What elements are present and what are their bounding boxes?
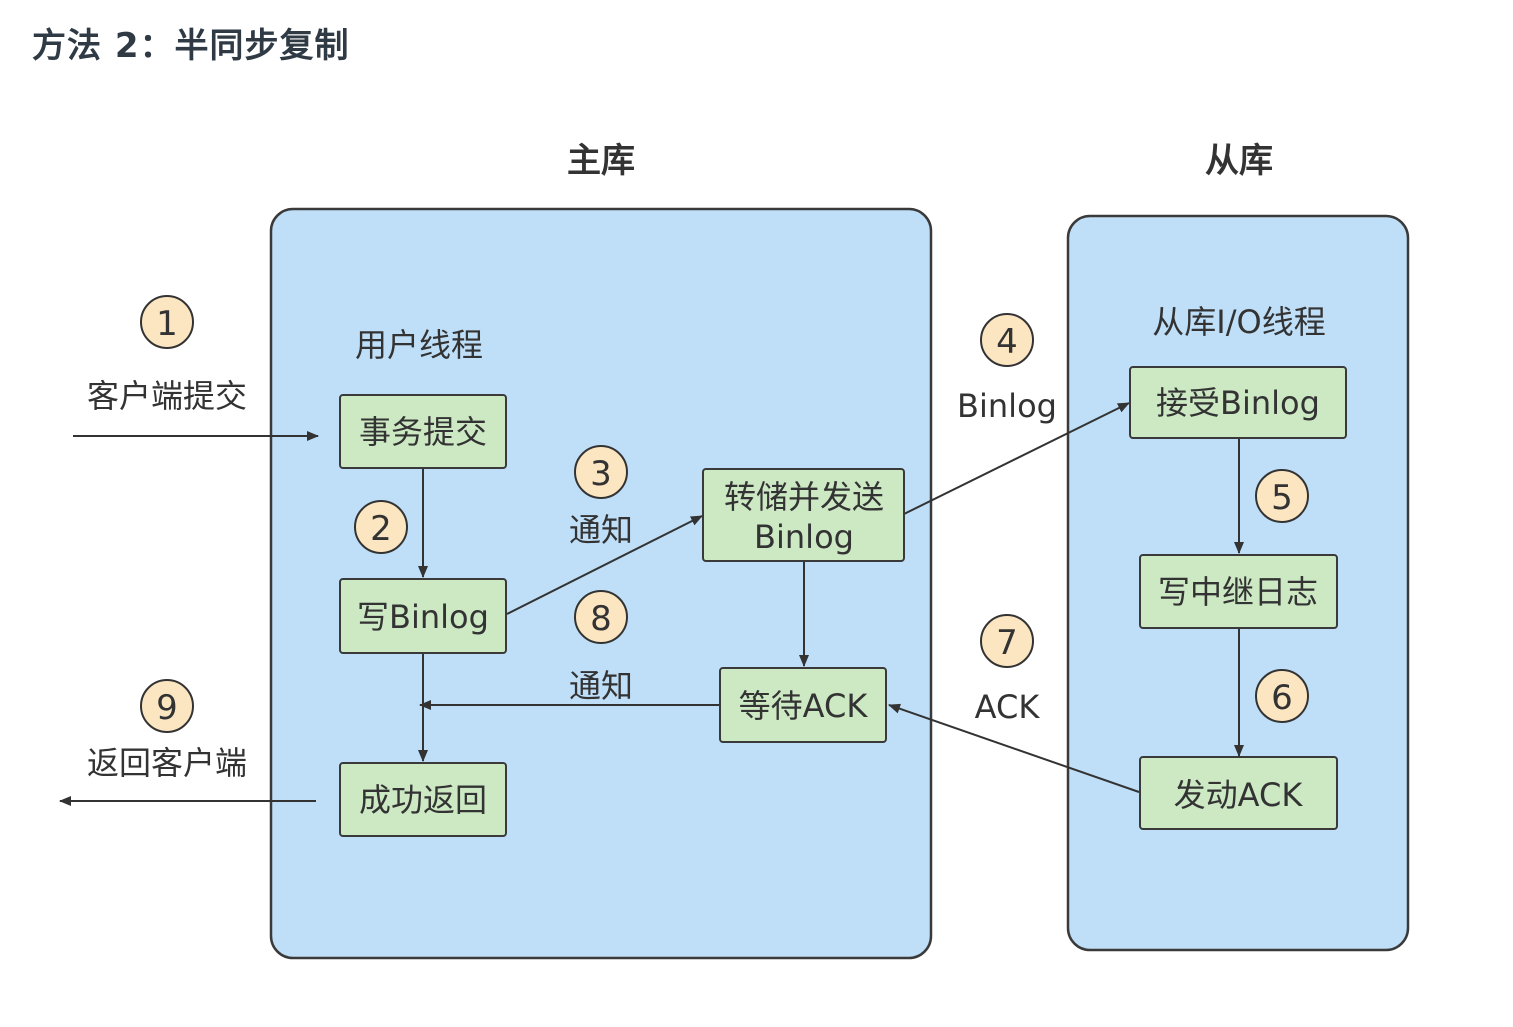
- receive-binlog-node: 接受Binlog: [1129, 366, 1347, 439]
- step-9: 9 返回客户端: [87, 679, 247, 782]
- step-number: 3: [590, 454, 612, 494]
- wait-ack-text: 等待ACK: [739, 687, 869, 725]
- step-badge: [574, 590, 628, 644]
- step-badge: [140, 679, 194, 733]
- step-label: ACK: [975, 688, 1041, 726]
- step-badge: [1255, 669, 1309, 723]
- step-number: 6: [1271, 678, 1293, 718]
- step-8: 8 通知: [569, 590, 633, 705]
- wait-ack-node: 等待ACK: [719, 667, 887, 743]
- step-7: 7 ACK: [975, 614, 1041, 726]
- ack-return-arrow: [888, 703, 1140, 793]
- step-number: 2: [370, 509, 392, 549]
- step-label: 通知: [569, 667, 633, 705]
- step-badge: [980, 614, 1034, 668]
- step-number: 5: [1271, 478, 1293, 518]
- slave-panel-label: 从库: [1205, 141, 1273, 181]
- master-panel-label: 主库: [567, 141, 635, 181]
- success-return-node: 成功返回: [339, 762, 507, 837]
- step-label: 通知: [569, 511, 633, 549]
- page-title: 方法 2：半同步复制: [32, 26, 350, 66]
- step-badge: [140, 295, 194, 349]
- step-2: 2: [354, 500, 408, 554]
- step-badge: [980, 313, 1034, 367]
- step-number: 7: [996, 623, 1018, 663]
- step-badge: [574, 445, 628, 499]
- success-return-text: 成功返回: [359, 781, 487, 819]
- step-badge: [354, 500, 408, 554]
- commit-txn-text: 事务提交: [359, 413, 487, 451]
- slave-io-thread-label: 从库I/O线程: [1152, 303, 1325, 341]
- write-binlog-node: 写Binlog: [339, 578, 507, 654]
- step-1: 1 客户端提交: [87, 295, 247, 415]
- dump-send-text-line2: Binlog: [754, 518, 854, 556]
- step-6: 6: [1255, 669, 1309, 723]
- step-5: 5: [1255, 469, 1309, 523]
- dump-send-text-line1: 转储并发送: [724, 478, 884, 516]
- step-3: 3 通知: [569, 445, 633, 549]
- write-relay-log-node: 写中继日志: [1139, 554, 1338, 629]
- write-relay-log-text: 写中继日志: [1158, 573, 1318, 611]
- send-ack-node: 发动ACK: [1139, 756, 1338, 830]
- dump-send-binlog-node: 转储并发送 Binlog: [702, 468, 905, 562]
- commit-txn-node: 事务提交: [339, 394, 507, 469]
- step-number: 9: [156, 688, 178, 728]
- send-ack-text: 发动ACK: [1174, 776, 1304, 814]
- step-label: 返回客户端: [87, 744, 247, 782]
- user-thread-label: 用户线程: [355, 326, 483, 364]
- step-4: 4 Binlog: [957, 313, 1057, 425]
- write-binlog-text: 写Binlog: [357, 598, 489, 636]
- send-binlog-arrow: [903, 402, 1130, 515]
- receive-binlog-text: 接受Binlog: [1156, 384, 1320, 422]
- step-number: 8: [590, 599, 612, 639]
- step-label: 客户端提交: [87, 377, 247, 415]
- step-number: 1: [156, 304, 178, 344]
- step-label: Binlog: [957, 387, 1057, 425]
- step-number: 4: [996, 322, 1018, 362]
- notify-dump-arrow: [506, 515, 703, 615]
- step-badge: [1255, 469, 1309, 523]
